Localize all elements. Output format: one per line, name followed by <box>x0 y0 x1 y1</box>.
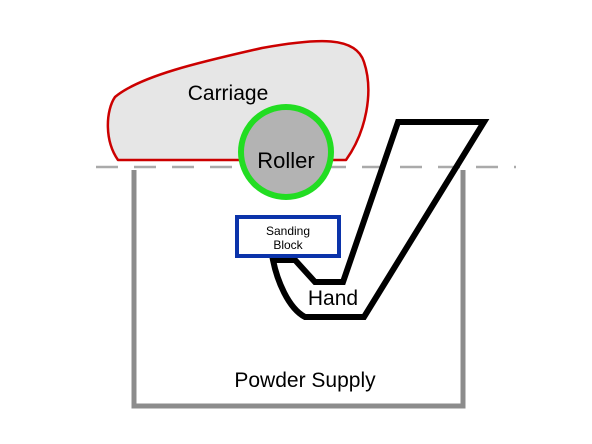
roller-circle <box>238 104 334 200</box>
sanding-block <box>235 215 341 258</box>
sanding-block-label-line2: Block <box>273 238 303 252</box>
hand-shape <box>269 119 490 320</box>
hand-label: Hand <box>308 287 358 310</box>
powder-supply-label: Powder Supply <box>234 369 376 392</box>
sanding-block-label-line1: Sanding <box>266 224 310 238</box>
roller-label: Roller <box>257 148 314 173</box>
powder-supply-container <box>131 170 466 409</box>
carriage-label: Carriage <box>188 82 269 105</box>
